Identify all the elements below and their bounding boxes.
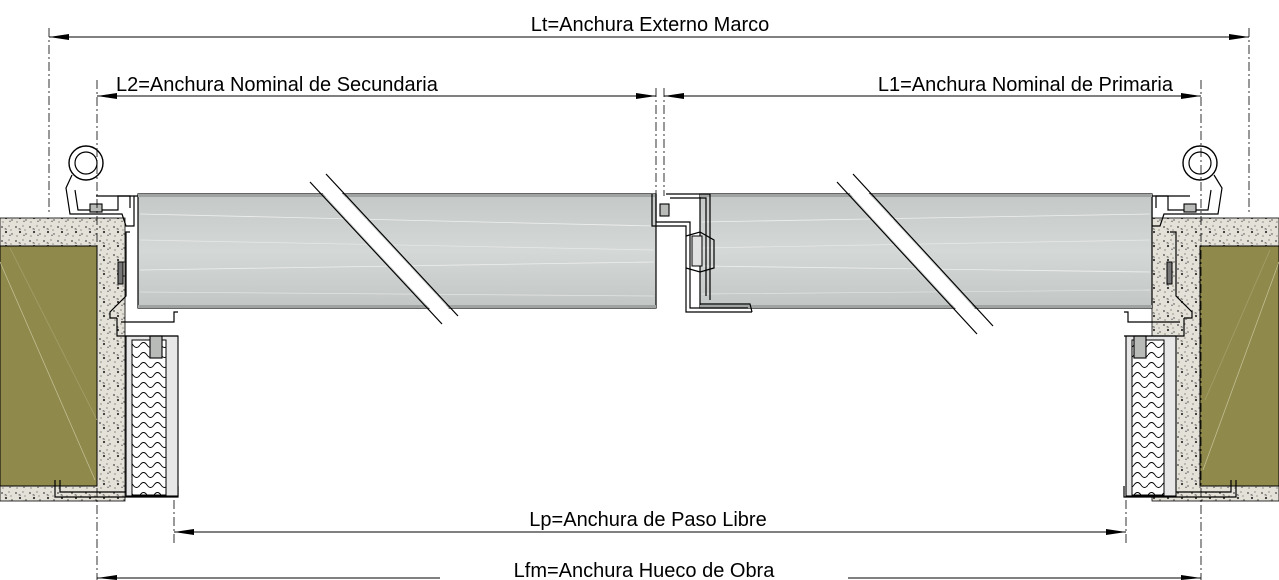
dimension-lp: Lp=Anchura de Paso Libre <box>174 509 1126 535</box>
dimension-lt-label: Lt=Anchura Externo Marco <box>531 14 769 36</box>
dimension-l2: L2=Anchura Nominal de Secundaria <box>97 74 656 99</box>
left-frame-jamb <box>109 231 179 497</box>
dimension-lp-label: Lp=Anchura de Paso Libre <box>529 509 766 531</box>
dimension-l1: L1=Anchura Nominal de Primaria <box>664 74 1201 99</box>
dimension-lt: Lt=Anchura Externo Marco <box>49 14 1249 40</box>
right-hinge <box>1148 145 1223 285</box>
break-line-left <box>309 173 459 325</box>
right-frame-jamb <box>1124 231 1193 497</box>
right-bottom-clip <box>1123 480 1237 498</box>
meeting-stile <box>651 193 753 313</box>
extension-lines <box>48 28 1250 580</box>
dimension-lfm: Lfm=Anchura Hueco de Obra <box>97 558 1201 580</box>
primary-leaf <box>699 193 1153 309</box>
dimension-l1-label: L1=Anchura Nominal de Primaria <box>878 74 1174 96</box>
break-line-right <box>836 173 994 335</box>
dimension-l2-label: L2=Anchura Nominal de Secundaria <box>116 74 439 96</box>
left-wall <box>0 217 126 502</box>
dimension-lfm-label: Lfm=Anchura Hueco de Obra <box>514 560 776 580</box>
left-hinge <box>65 145 138 285</box>
